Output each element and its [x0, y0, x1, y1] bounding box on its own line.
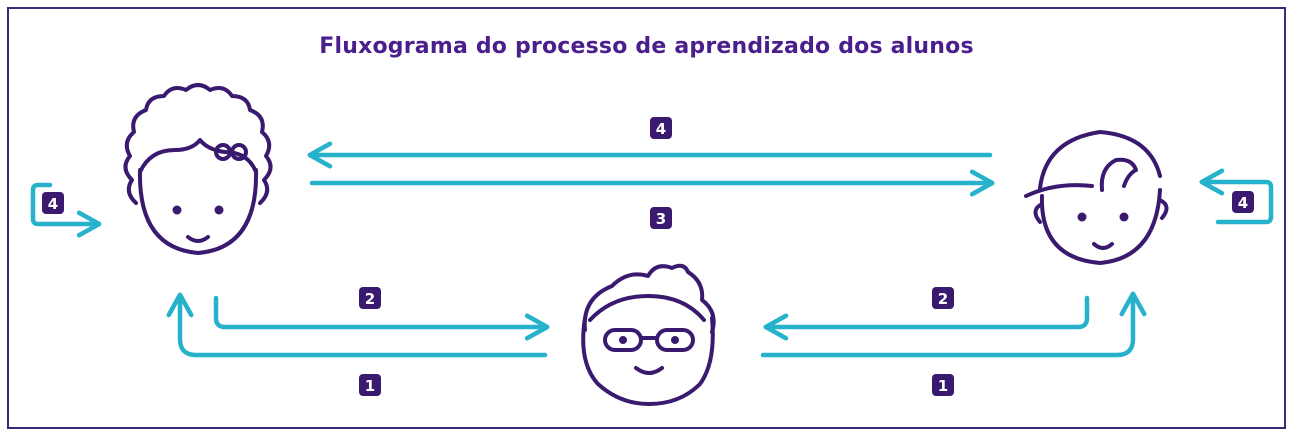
diagram-title: Fluxograma do processo de aprendizado do…	[319, 34, 974, 59]
cap-hair-tuft	[1099, 157, 1138, 192]
svg-text:2: 2	[938, 290, 948, 308]
arrow-right-down-to-center	[763, 295, 1090, 341]
step-badge-right-upper: 2	[932, 287, 954, 309]
center-boy-bangs	[588, 294, 706, 322]
girl-face	[137, 168, 259, 255]
arrow-right-self-loop	[1199, 168, 1274, 225]
step-badge-right-lower: 1	[932, 374, 954, 396]
step-badge-middle: 3	[650, 207, 672, 229]
arrows-group	[30, 141, 1274, 358]
right-boy-face	[1039, 188, 1162, 265]
center-boy-hair	[582, 263, 716, 334]
girl-eye-left	[172, 205, 182, 215]
boy-with-cap-icon	[1024, 130, 1169, 265]
center-boy-face	[581, 316, 715, 406]
girl-with-bow-icon	[123, 83, 273, 255]
svg-text:4: 4	[48, 195, 58, 213]
girl-smile	[186, 235, 210, 243]
step-badge-left-upper: 2	[359, 287, 381, 309]
arrow-center-to-left-up	[166, 292, 548, 358]
svg-text:4: 4	[656, 120, 666, 138]
diagram-frame	[7, 7, 1286, 429]
center-boy-eye-left	[619, 336, 627, 344]
cap-crown	[1038, 130, 1162, 190]
arrow-center-to-right-up	[760, 291, 1147, 358]
step-badge-top: 4	[650, 117, 672, 139]
svg-text:1: 1	[938, 377, 948, 395]
svg-text:2: 2	[365, 290, 375, 308]
step-badge-left-lower: 1	[359, 374, 381, 396]
arrow-left-down-to-center	[213, 295, 550, 341]
girl-bow-right	[230, 143, 248, 161]
svg-text:1: 1	[365, 377, 375, 395]
cap-brim	[1024, 183, 1094, 198]
svg-text:4: 4	[1238, 194, 1248, 212]
right-boy-eye-right	[1119, 212, 1129, 222]
right-boy-eye-left	[1077, 212, 1087, 222]
right-boy-ear-right	[1158, 198, 1169, 220]
girl-eye-right	[214, 205, 224, 215]
center-boy-eye-right	[671, 336, 679, 344]
center-boy-smile	[634, 366, 664, 375]
right-boy-ear-left	[1033, 202, 1044, 224]
right-boy-smile	[1092, 242, 1114, 250]
girl-curly-hair	[123, 83, 273, 205]
girl-bangs	[138, 138, 258, 174]
step-badge-right-loop: 4	[1232, 191, 1254, 213]
step-badge-left-loop: 4	[42, 192, 64, 214]
boy-with-glasses-icon	[581, 263, 716, 406]
arrow-left-self-loop	[30, 182, 102, 238]
svg-text:3: 3	[656, 210, 666, 228]
